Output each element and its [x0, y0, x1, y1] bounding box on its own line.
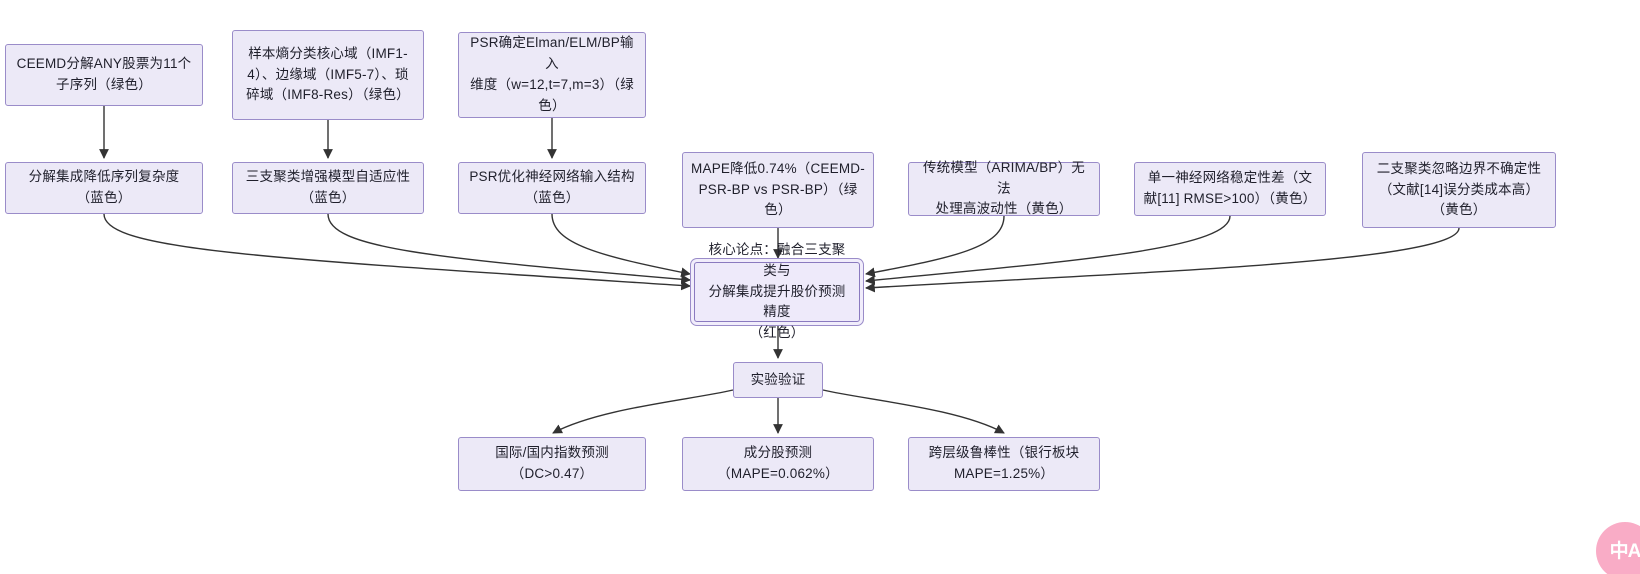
edge-n10-core [865, 227, 1460, 293]
node-label: CEEMD分解ANY股票为11个 子序列（绿色） [16, 56, 192, 92]
node-traditional-model-limitation[interactable]: 传统模型（ARIMA/BP）无法 处理高波动性（黄色） [908, 160, 1100, 216]
node-single-network-instability[interactable]: 单一神经网络稳定性差（文 献[11] RMSE>100）（黄色） [1134, 162, 1326, 216]
watermark-label: 中A [1609, 540, 1640, 562]
edge-n11-n14 [822, 389, 1005, 434]
edge-n8-core [865, 215, 1005, 278]
node-label: 国际/国内指数预测 （DC>0.47） [495, 445, 609, 481]
node-label: 成分股预测 （MAPE=0.062%） [717, 445, 839, 481]
node-index-prediction[interactable]: 国际/国内指数预测 （DC>0.47） [458, 437, 646, 491]
node-psr-optimize-network-input[interactable]: PSR优化神经网络输入结构 （蓝色） [458, 162, 646, 214]
node-two-way-clustering-limitation[interactable]: 二支聚类忽略边界不确定性 （文献[14]误分类成本高） （黄色） [1362, 152, 1556, 228]
node-label: 核心论点：融合三支聚类与 分解集成提升股价预测精度 （红色） [708, 241, 846, 341]
edge-n5-core [327, 213, 691, 285]
node-three-way-clustering-adaptivity[interactable]: 三支聚类增强模型自适应性 （蓝色） [232, 162, 424, 214]
edge-n9-core [865, 215, 1231, 286]
node-label: MAPE降低0.74%（CEEMD- PSR-BP vs PSR-BP）（绿 色… [691, 160, 865, 218]
node-label: 二支聚类忽略边界不确定性 （文献[14]误分类成本高） （黄色） [1376, 160, 1542, 218]
node-mape-reduction[interactable]: MAPE降低0.74%（CEEMD- PSR-BP vs PSR-BP）（绿 色… [682, 152, 874, 228]
node-ceemd-decompose[interactable]: CEEMD分解ANY股票为11个 子序列（绿色） [5, 44, 203, 106]
edge-n11-n12 [552, 389, 734, 434]
node-label: 样本熵分类核心域（IMF1- 4）、边缘域（IMF5-7）、琐 碎域（IMF8-… [246, 45, 410, 103]
node-experiment-validation[interactable]: 实验验证 [733, 362, 823, 398]
translate-watermark-icon[interactable]: 中A [1596, 522, 1640, 574]
node-constituent-stock-prediction[interactable]: 成分股预测 （MAPE=0.062%） [682, 437, 874, 491]
node-decompose-reduce-complexity[interactable]: 分解集成降低序列复杂度 （蓝色） [5, 162, 203, 214]
node-label: 单一神经网络稳定性差（文 献[11] RMSE>100）（黄色） [1143, 170, 1317, 206]
node-sample-entropy-classify[interactable]: 样本熵分类核心域（IMF1- 4）、边缘域（IMF5-7）、琐 碎域（IMF8-… [232, 30, 424, 120]
edge-n4-core [103, 213, 691, 291]
edge-n6-core [551, 213, 691, 278]
node-label: 传统模型（ARIMA/BP）无法 处理高波动性（黄色） [922, 159, 1085, 217]
node-label: 三支聚类增强模型自适应性 （蓝色） [245, 169, 411, 205]
node-psr-input-dimension[interactable]: PSR确定Elman/ELM/BP输入 维度（w=12,t=7,m=3）（绿 色… [458, 32, 646, 118]
node-label: PSR优化神经网络输入结构 （蓝色） [469, 169, 635, 205]
node-label: 分解集成降低序列复杂度 （蓝色） [28, 169, 180, 205]
node-label: 跨层级鲁棒性（银行板块 MAPE=1.25%） [928, 445, 1080, 481]
node-core-argument[interactable]: 核心论点：融合三支聚类与 分解集成提升股价预测精度 （红色） [694, 242, 860, 340]
node-label: PSR确定Elman/ELM/BP输入 维度（w=12,t=7,m=3）（绿 色… [470, 35, 634, 113]
node-label: 实验验证 [750, 371, 806, 387]
node-cross-level-robustness[interactable]: 跨层级鲁棒性（银行板块 MAPE=1.25%） [908, 437, 1100, 491]
